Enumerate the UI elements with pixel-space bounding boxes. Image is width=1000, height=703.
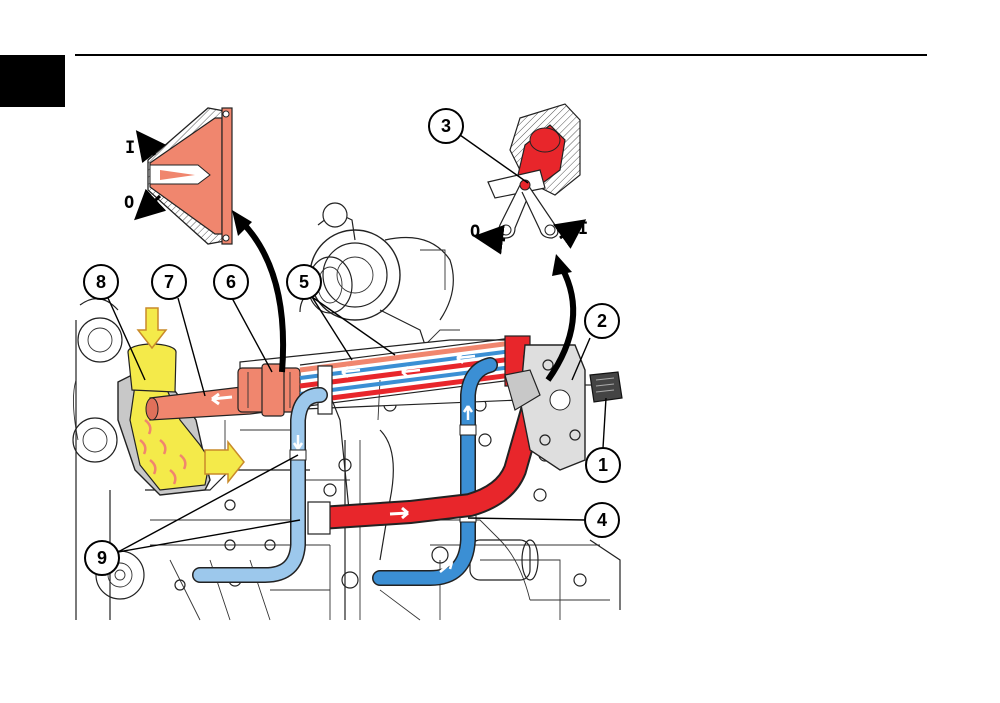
svg-text:7: 7 bbox=[164, 272, 174, 292]
callout-2: 2 bbox=[584, 303, 620, 339]
detail-pointer-arrowhead-left bbox=[232, 210, 252, 236]
svg-text:2: 2 bbox=[597, 311, 607, 331]
svg-text:9: 9 bbox=[97, 548, 107, 568]
detail-pointer-arrowhead-right bbox=[552, 254, 572, 276]
flow-label-right-outlet: O bbox=[470, 222, 480, 242]
egr-valve-assembly bbox=[504, 344, 623, 471]
callout-8: 8 bbox=[83, 264, 119, 300]
callout-3: 3 bbox=[428, 108, 464, 144]
svg-text:5: 5 bbox=[299, 272, 309, 292]
detail-pointer-arrow-left bbox=[237, 217, 287, 373]
callout-5: 5 bbox=[286, 264, 322, 300]
page-tab-marker bbox=[0, 55, 65, 107]
svg-text:8: 8 bbox=[96, 272, 106, 292]
coolant-pipes bbox=[192, 357, 498, 586]
flow-label-left-inlet: I bbox=[125, 138, 135, 158]
bypass-valve-cutaway-right bbox=[473, 103, 587, 255]
callout-7: 7 bbox=[151, 264, 187, 300]
flow-label-left-outlet: O bbox=[124, 193, 134, 213]
detail-pointer-arrow-right bbox=[545, 266, 577, 382]
callout-4: 4 bbox=[584, 502, 620, 538]
header-rule bbox=[75, 54, 927, 56]
flow-label-right-inlet: I bbox=[578, 219, 588, 239]
svg-text:3: 3 bbox=[441, 116, 451, 136]
egr-valve-cutaway-left bbox=[134, 107, 233, 245]
cooled-egr-pipe bbox=[145, 363, 301, 421]
callout-9: 9 bbox=[84, 540, 120, 576]
svg-text:4: 4 bbox=[597, 510, 607, 530]
leader-lines bbox=[107, 134, 607, 553]
callout-1: 1 bbox=[585, 447, 621, 483]
svg-text:6: 6 bbox=[226, 272, 236, 292]
svg-text:1: 1 bbox=[598, 455, 608, 475]
callout-6: 6 bbox=[213, 264, 249, 300]
intake-manifold bbox=[117, 307, 245, 496]
